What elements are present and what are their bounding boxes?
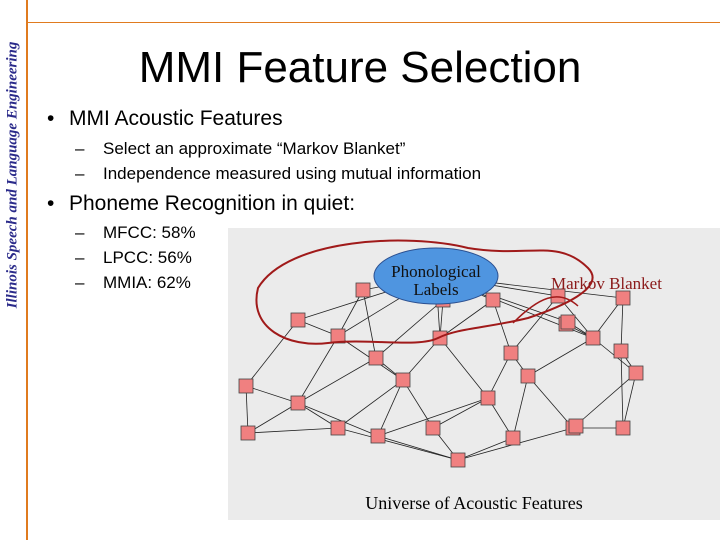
network-edge xyxy=(511,375,529,439)
feature-node xyxy=(585,330,601,346)
markov-blanket-label: Markov Blanket xyxy=(551,274,662,293)
network-edge xyxy=(337,427,459,462)
network-edge xyxy=(432,397,489,429)
sub-bullet-markov-blanket: –Select an approximate “Markov Blanket” xyxy=(75,139,406,158)
feature-node xyxy=(370,428,386,444)
sidebar-divider xyxy=(26,0,28,540)
feature-node xyxy=(450,452,466,468)
feature-node xyxy=(503,345,519,361)
sub-bullet-mmia: –MMIA: 62% xyxy=(75,273,191,292)
feature-node xyxy=(628,365,644,381)
bullet-text: MMI Acoustic Features xyxy=(69,107,283,130)
network-edge xyxy=(402,379,434,429)
feature-node xyxy=(425,420,441,436)
sub-bullet-text: LPCC: 56% xyxy=(103,248,192,267)
network-edge xyxy=(362,289,378,359)
feature-node xyxy=(368,350,384,366)
network-edge xyxy=(337,289,364,337)
network-edge xyxy=(375,299,444,359)
feature-node xyxy=(568,418,584,434)
feature-node xyxy=(550,288,566,304)
sub-bullet-text: MMIA: 62% xyxy=(103,273,191,292)
feature-network-graph xyxy=(238,239,644,468)
sub-bullet-independence: –Independence measured using mutual info… xyxy=(75,164,482,183)
feature-node xyxy=(560,314,576,330)
network-edge xyxy=(247,425,339,434)
network-edge xyxy=(620,350,626,429)
sub-bullet-text: Select an approximate “Markov Blanket” xyxy=(103,139,406,158)
feature-node xyxy=(290,312,306,328)
sidebar-title-container: Illinois Speech and Language Engineering xyxy=(0,0,26,350)
phonological-label-line1: Phonological xyxy=(391,262,481,281)
sub-bullet-lpcc: –LPCC: 56% xyxy=(75,248,192,267)
network-edge xyxy=(377,435,459,462)
sub-bullet-text: MFCC: 58% xyxy=(103,223,196,242)
network-edge xyxy=(377,379,404,437)
phonological-labels-text: Phonological Labels xyxy=(376,263,496,299)
phonological-label-line2: Labels xyxy=(413,280,459,299)
network-edge xyxy=(527,337,594,377)
feature-node xyxy=(613,343,629,359)
feature-node xyxy=(290,395,306,411)
bullet-text: Phoneme Recognition in quiet: xyxy=(69,192,356,215)
network-edge xyxy=(457,437,514,461)
feature-node xyxy=(240,425,256,441)
network-edge xyxy=(618,297,624,352)
markov-blanket-diagram: Phonological Labels Markov Blanket Unive… xyxy=(228,228,720,520)
feature-node xyxy=(238,378,254,394)
network-edge xyxy=(621,372,637,429)
markov-blanket-curve xyxy=(512,296,579,324)
network-edge xyxy=(439,299,494,339)
bullet-phoneme-recognition: •Phoneme Recognition in quiet: xyxy=(47,192,356,215)
feature-node xyxy=(395,372,411,388)
network-edge xyxy=(245,385,251,434)
figure-caption: Universe of Acoustic Features xyxy=(365,493,583,513)
network-edge xyxy=(245,319,299,387)
feature-node xyxy=(615,420,631,436)
network-edge xyxy=(247,402,299,434)
slide-title: MMI Feature Selection xyxy=(138,43,582,92)
sub-bullet-text: Independence measured using mutual infor… xyxy=(103,164,482,183)
feature-node xyxy=(355,282,371,298)
network-edge xyxy=(297,402,379,437)
sidebar: Illinois Speech and Language Engineering xyxy=(0,0,26,540)
network-edge xyxy=(297,335,339,404)
feature-node xyxy=(520,368,536,384)
network-edge xyxy=(245,385,299,405)
sub-bullet-mfcc: –MFCC: 58% xyxy=(75,223,196,242)
network-edge xyxy=(487,352,512,399)
top-divider xyxy=(26,22,720,23)
network-edge xyxy=(492,299,512,354)
feature-node xyxy=(485,292,501,308)
network-edge xyxy=(439,337,489,399)
network-edge xyxy=(510,295,559,354)
feature-node xyxy=(505,430,521,446)
bullet-acoustic-features: •MMI Acoustic Features xyxy=(47,107,283,130)
network-edge xyxy=(337,379,404,429)
network-edge xyxy=(297,357,377,404)
phonological-labels-ellipse xyxy=(373,247,499,305)
feature-node xyxy=(330,420,346,436)
sidebar-title: Illinois Speech and Language Engineering xyxy=(4,41,21,309)
feature-node xyxy=(615,290,631,306)
network-edge xyxy=(377,397,489,437)
network-edge xyxy=(527,375,574,429)
markov-blanket-curve xyxy=(255,239,594,345)
network-edge xyxy=(572,372,637,429)
feature-node xyxy=(480,390,496,406)
